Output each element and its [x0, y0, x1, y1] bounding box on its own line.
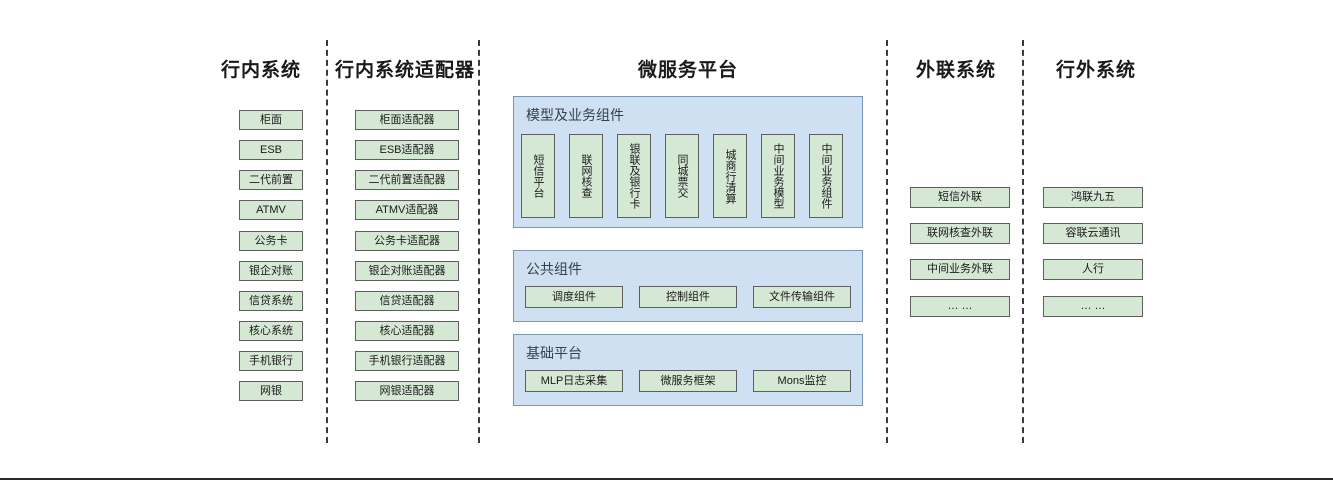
list-item[interactable]: 控制组件 [639, 286, 737, 308]
page-bottom-rule [0, 478, 1333, 480]
list-item[interactable]: 二代前置适配器 [355, 170, 459, 190]
list-item[interactable]: 联网核查外联 [910, 223, 1010, 244]
list-item[interactable]: 信贷适配器 [355, 291, 459, 311]
list-item[interactable]: MLP日志采集 [525, 370, 623, 392]
list-item[interactable]: 核心适配器 [355, 321, 459, 341]
list-item[interactable]: 联网核查 [569, 134, 603, 218]
column-title-external-liaison-systems: 外联系统 [915, 60, 996, 81]
list-item[interactable]: 微服务框架 [639, 370, 737, 392]
column-divider-3 [886, 40, 888, 443]
list-item[interactable]: 文件传输组件 [753, 286, 851, 308]
list-item[interactable]: 鸿联九五 [1043, 187, 1143, 208]
platform-title: 微服务平台 [637, 60, 738, 81]
list-item[interactable]: ESB [239, 140, 303, 160]
column-divider-2 [478, 40, 480, 443]
panel-title: 公共组件 [526, 261, 582, 277]
list-item[interactable]: 同城票交 [665, 134, 699, 218]
list-item[interactable]: 二代前置 [239, 170, 303, 190]
list-item[interactable]: 公务卡 [239, 231, 303, 251]
list-item[interactable]: 城商行清算 [713, 134, 747, 218]
column-divider-4 [1022, 40, 1024, 443]
list-item[interactable]: 调度组件 [525, 286, 623, 308]
list-item[interactable]: 手机银行适配器 [355, 351, 459, 371]
list-item[interactable]: 信贷系统 [239, 291, 303, 311]
list-item[interactable]: … … [910, 296, 1010, 317]
list-item[interactable]: 中间业务外联 [910, 259, 1010, 280]
column-divider-1 [326, 40, 328, 443]
list-item[interactable]: 银企对账 [239, 261, 303, 281]
list-item[interactable]: ESB适配器 [355, 140, 459, 160]
list-item[interactable]: 容联云通讯 [1043, 223, 1143, 244]
list-item[interactable]: 银联及银行卡 [617, 134, 651, 218]
list-item[interactable]: ATMV [239, 200, 303, 220]
list-item[interactable]: 银企对账适配器 [355, 261, 459, 281]
panel-title: 模型及业务组件 [526, 107, 624, 123]
list-item[interactable]: 网银适配器 [355, 381, 459, 401]
list-item[interactable]: 短信外联 [910, 187, 1010, 208]
list-item[interactable]: Mons监控 [753, 370, 851, 392]
column-title-bank-internal-adapters: 行内系统适配器 [334, 60, 475, 81]
list-item[interactable]: 公务卡适配器 [355, 231, 459, 251]
list-item[interactable]: 手机银行 [239, 351, 303, 371]
list-item[interactable]: 核心系统 [239, 321, 303, 341]
column-title-bank-internal-systems: 行内系统 [220, 60, 301, 81]
list-item[interactable]: … … [1043, 296, 1143, 317]
list-item[interactable]: 中间业务模型 [761, 134, 795, 218]
list-item[interactable]: 柜面 [239, 110, 303, 130]
panel-title: 基础平台 [526, 345, 582, 361]
list-item[interactable]: ATMV适配器 [355, 200, 459, 220]
list-item[interactable]: 柜面适配器 [355, 110, 459, 130]
list-item[interactable]: 人行 [1043, 259, 1143, 280]
list-item[interactable]: 短信平台 [521, 134, 555, 218]
list-item[interactable]: 网银 [239, 381, 303, 401]
list-item[interactable]: 中间业务组件 [809, 134, 843, 218]
column-title-outside-bank-systems: 行外系统 [1055, 60, 1136, 81]
